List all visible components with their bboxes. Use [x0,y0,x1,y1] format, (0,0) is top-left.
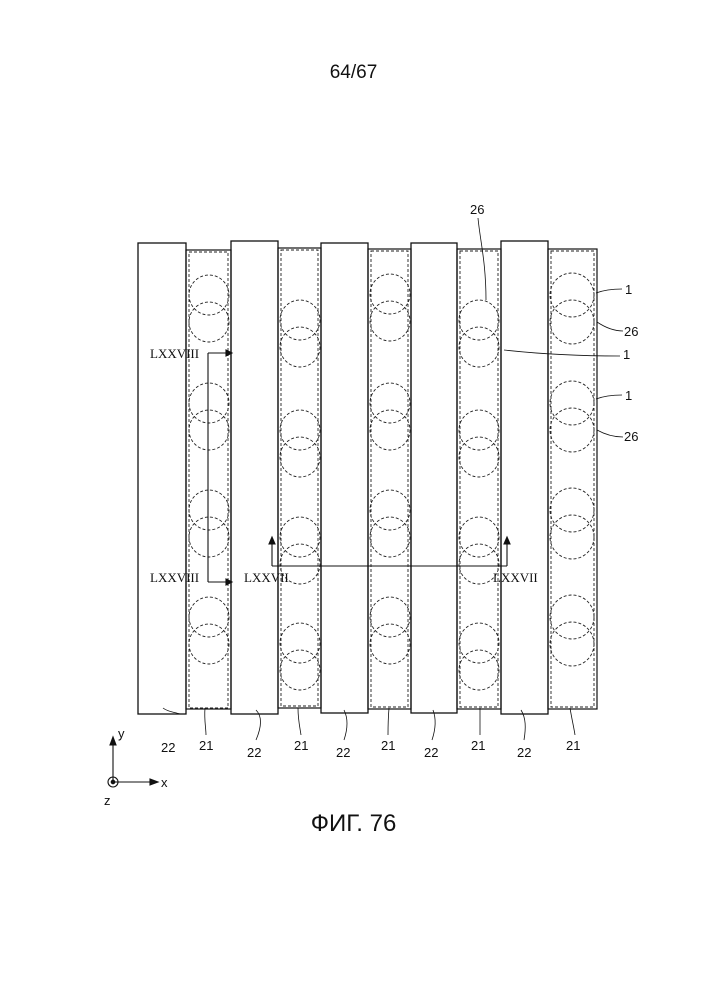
element-26 [280,300,320,340]
axis-label-z: z [104,793,111,808]
axis-label-y: y [118,726,125,741]
strip-21 [548,249,597,709]
section-label-lxxvii-right: LXXVII [493,570,538,585]
element-1 [370,490,410,530]
element-26 [189,624,229,664]
element-1 [550,273,594,317]
ref-label-26: 26 [624,324,638,339]
ref-label-1: 1 [623,347,630,362]
ref-label-1: 1 [625,282,632,297]
element-26 [370,517,410,557]
ref-label-21: 21 [199,738,213,753]
circles [189,273,594,690]
strip-22 [501,241,548,714]
layer-26 [551,251,594,707]
strip-21 [457,249,501,709]
element-1 [280,437,320,477]
section-line-lxxvii [269,537,510,566]
element-26 [550,300,594,344]
ref-label-21: 21 [566,738,580,753]
element-1 [550,595,594,639]
figure-caption: ФИГ. 76 [0,810,707,838]
element-26 [280,623,320,663]
element-1 [370,274,410,314]
ref-label-21: 21 [381,738,395,753]
element-1 [550,381,594,425]
element-1 [459,437,499,477]
ref-label-21: 21 [471,738,485,753]
element-1 [189,597,229,637]
strip-21 [278,248,321,708]
wide-strips-22 [138,241,548,714]
dashed-layers-26 [189,250,594,708]
element-1 [370,383,410,423]
element-26 [189,517,229,557]
element-1 [459,650,499,690]
ref-label-22: 22 [247,745,261,760]
element-26 [550,408,594,452]
ref-label-1: 1 [625,388,632,403]
element-1 [280,327,320,367]
ref-label-26: 26 [470,202,484,217]
element-26 [550,622,594,666]
element-1 [189,490,229,530]
element-26 [280,410,320,450]
layer-26 [371,251,408,707]
axis-label-x: x [161,775,168,790]
element-26 [370,624,410,664]
ref-label-26: 26 [624,429,638,444]
element-26 [370,410,410,450]
leader-lines [163,218,623,740]
layer-26 [281,250,318,706]
ref-label-22: 22 [336,745,350,760]
element-26 [189,410,229,450]
strip-21 [368,249,411,709]
ref-label-22: 22 [517,745,531,760]
element-26 [550,515,594,559]
element-26 [370,301,410,341]
element-1 [189,275,229,315]
strips-21 [186,248,597,709]
element-1 [550,488,594,532]
element-1 [370,597,410,637]
element-26 [189,302,229,342]
layer-26 [460,251,498,707]
section-label-lxxviii-bottom: LXXVIII [150,570,199,585]
element-26 [459,517,499,557]
element-26 [459,623,499,663]
strip-22 [231,241,278,714]
element-26 [459,410,499,450]
axis-indicator [108,737,158,787]
element-1 [280,650,320,690]
strip-22 [321,243,368,713]
element-1 [459,327,499,367]
section-label-lxxvii-left: LXXVII [244,570,289,585]
ref-label-22: 22 [424,745,438,760]
ref-label-22: 22 [161,740,175,755]
section-label-lxxviii-top: LXXVIII [150,346,199,361]
strip-22 [138,243,186,714]
element-1 [189,383,229,423]
element-26 [459,300,499,340]
ref-label-21: 21 [294,738,308,753]
strip-22 [411,243,457,713]
element-26 [280,517,320,557]
